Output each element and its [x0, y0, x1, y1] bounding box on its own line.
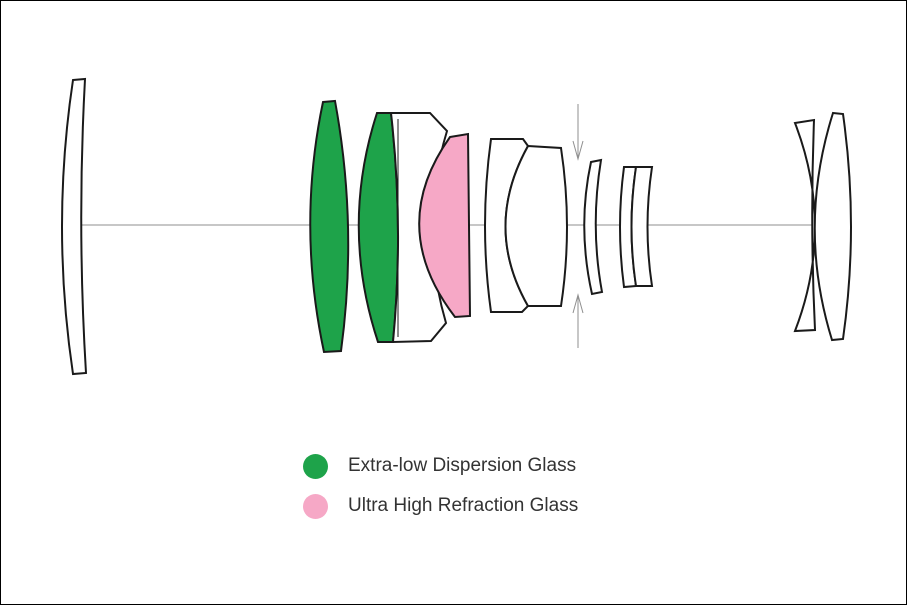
legend-label-uhr-glass: Ultra High Refraction Glass [348, 495, 579, 516]
legend-label-ed-glass: Extra-low Dispersion Glass [348, 455, 577, 476]
lens-element-uhr [418, 132, 472, 319]
lens-element-6 [504, 144, 568, 307]
lens-element-ed-1 [309, 99, 350, 354]
lens-element-10 [793, 118, 817, 333]
legend-item-uhr-glass: Ultra High Refraction Glass [303, 486, 723, 526]
lens-element-1 [61, 77, 88, 376]
legend-item-ed-glass: Extra-low Dispersion Glass [303, 446, 723, 486]
lens-element-11 [813, 111, 852, 342]
pink-dot-icon [303, 493, 328, 519]
aperture-stop-marker [572, 104, 584, 348]
lens-element-7 [583, 158, 604, 296]
legend: Extra-low Dispersion Glass Ultra High Re… [303, 446, 723, 526]
green-dot-icon [303, 453, 328, 479]
lens-element-ed-2 [357, 112, 400, 343]
lens-element-9 [630, 166, 654, 287]
